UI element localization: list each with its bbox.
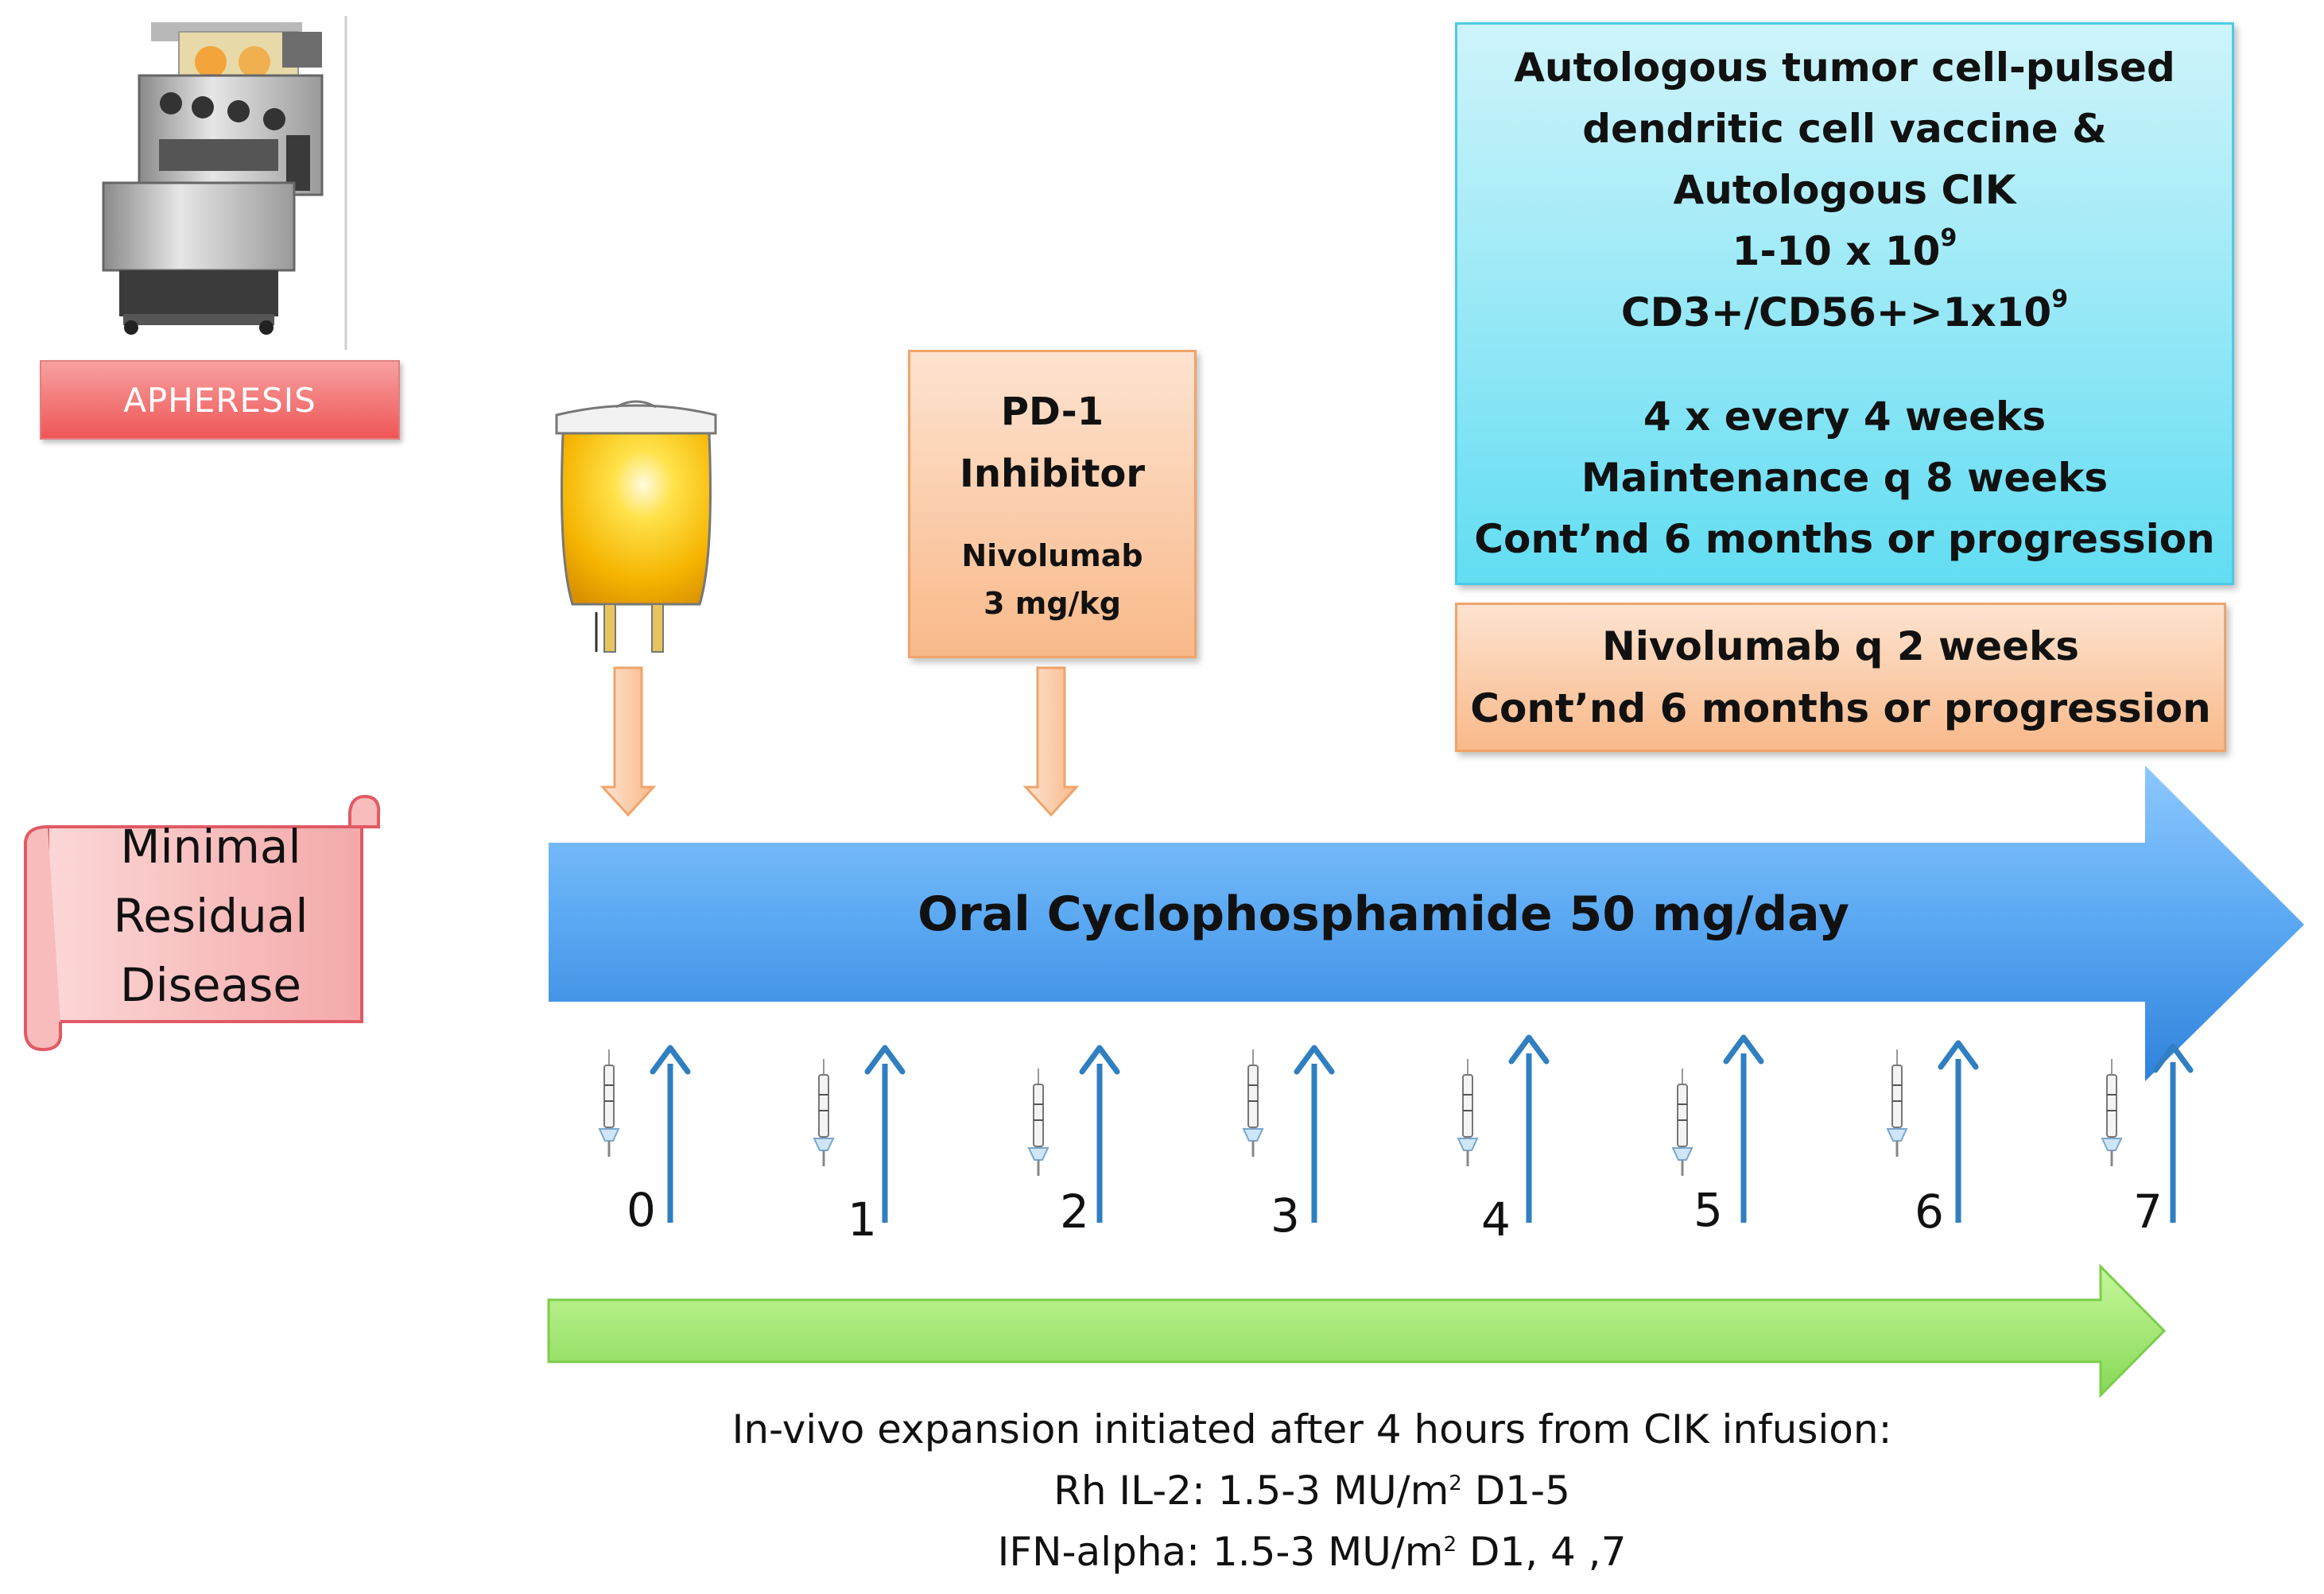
- pd1-title-line-1: PD-1: [1000, 390, 1104, 434]
- timepoint-label-6: 6: [1915, 1185, 1944, 1239]
- vaccine-line-7: Maintenance q 8 weeks: [1581, 455, 2109, 501]
- nivo-line-2: Cont’nd 6 months or progression: [1470, 685, 2211, 731]
- timepoint-arrow: [1508, 1034, 1550, 1223]
- expansion-text: In-vivo expansion initiated after 4 hour…: [636, 1399, 1988, 1583]
- timepoint-arrow: [1723, 1034, 1764, 1223]
- vaccine-box: Autologous tumor cell-pulsed dendritic c…: [1455, 22, 2234, 585]
- bag-down-arrow: [599, 666, 657, 817]
- mrd-scroll: [23, 794, 381, 1052]
- timepoint-arrow: [1079, 1045, 1120, 1223]
- apheresis-label: APHERESIS: [40, 360, 400, 440]
- mrd-label: Minimal Residual Disease: [76, 813, 346, 1020]
- timepoint-label-2: 2: [1060, 1185, 1089, 1239]
- syringe-icon: [2101, 1059, 2123, 1166]
- timepoint-arrow: [2152, 1043, 2194, 1223]
- expansion-line-2: Rh IL-2: 1.5-3 MU/m2 D1-5: [1053, 1468, 1570, 1514]
- mrd-line-1: Minimal: [120, 820, 301, 874]
- timepoint-arrow: [650, 1045, 691, 1223]
- syringe-icon: [1242, 1049, 1264, 1157]
- pd1-down-arrow: [1022, 666, 1080, 817]
- cyclophosphamide-label: Oral Cyclophosphamide 50 mg/day: [918, 886, 1849, 942]
- pd1-drug: Nivolumab: [961, 538, 1143, 573]
- vaccine-line-4: 1-10 x 109: [1732, 224, 1957, 275]
- mrd-line-3: Disease: [119, 958, 302, 1012]
- vaccine-line-3: Autologous CIK: [1673, 167, 2016, 213]
- vaccine-line-6: 4 x every 4 weeks: [1643, 394, 2047, 440]
- mrd-line-2: Residual: [113, 889, 308, 943]
- expansion-arrow: [547, 1263, 2167, 1398]
- vaccine-line-2: dendritic cell vaccine &: [1582, 106, 2107, 152]
- vaccine-line-8: Cont’nd 6 months or progression: [1474, 516, 2215, 562]
- syringe-icon: [1886, 1049, 1908, 1157]
- cyclophosphamide-arrow: [549, 766, 2304, 1081]
- timepoint-label-7: 7: [2133, 1185, 2163, 1239]
- expansion-line-1: In-vivo expansion initiated after 4 hour…: [731, 1406, 1892, 1452]
- syringe-icon: [1671, 1068, 1694, 1176]
- timepoint-label-1: 1: [848, 1193, 877, 1247]
- expansion-line-3: IFN-alpha: 1.5-3 MU/m2 D1, 4 ,7: [997, 1529, 1627, 1575]
- timepoint-label-5: 5: [1694, 1183, 1723, 1237]
- iv-bag-icon: [555, 400, 717, 653]
- vaccine-line-1: Autologous tumor cell-pulsed: [1514, 45, 2175, 91]
- timepoint-label-4: 4: [1481, 1193, 1511, 1247]
- pd1-title-line-2: Inhibitor: [959, 452, 1146, 496]
- timepoint-arrow: [1294, 1045, 1335, 1223]
- nivo-line-1: Nivolumab q 2 weeks: [1601, 623, 2080, 669]
- syringe-icon: [813, 1059, 835, 1166]
- timepoint-label-0: 0: [627, 1183, 656, 1237]
- pd1-dose: 3 mg/kg: [984, 586, 1121, 621]
- pd1-inhibitor-box: PD-1 Inhibitor Nivolumab 3 mg/kg: [908, 350, 1197, 658]
- timepoint-label-3: 3: [1271, 1189, 1300, 1243]
- nivolumab-schedule-box: Nivolumab q 2 weeks Cont’nd 6 months or …: [1455, 603, 2226, 752]
- syringe-icon: [598, 1049, 620, 1157]
- syringe-icon: [1027, 1068, 1049, 1176]
- apheresis-machine-icon: [102, 16, 347, 350]
- timepoint-arrow: [864, 1045, 906, 1223]
- timepoint-arrow: [1938, 1040, 1979, 1223]
- syringe-icon: [1457, 1059, 1479, 1166]
- vaccine-line-5: CD3+/CD56+>1x109: [1620, 285, 2069, 336]
